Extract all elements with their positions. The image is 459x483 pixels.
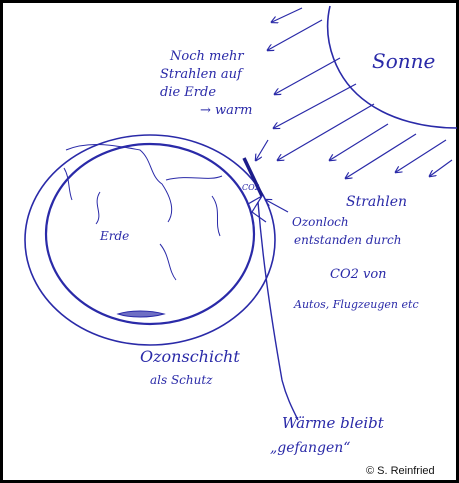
more-rays-line-2: Strahlen auf	[160, 67, 244, 82]
sun-label: Sonne	[372, 49, 435, 73]
protection-label: als Schutz	[150, 373, 213, 387]
more-rays-line-1: Noch mehr	[169, 49, 244, 64]
earth-label: Erde	[99, 229, 129, 243]
heat-trapped-line-1: Wärme bleibt	[282, 414, 385, 432]
heat-trapped-line-2: „gefangen“	[270, 440, 350, 456]
antarctica-hatch	[118, 311, 164, 317]
ozone-layer-label: Ozonschicht	[140, 347, 240, 366]
copyright-text: © S. Reinfried	[366, 465, 435, 477]
ozone-hole-line-2: entstanden durch	[294, 233, 401, 247]
ozone-hole-line-1: Ozonloch	[292, 215, 349, 229]
sources-label: Autos, Flugzeugen etc	[293, 298, 419, 311]
co2-cause-label: CO2 von	[330, 267, 387, 282]
more-rays-line-4: → warm	[200, 103, 252, 118]
rays-label: Strahlen	[346, 194, 407, 210]
more-rays-line-3: die Erde	[160, 85, 216, 100]
co2-small-label: CO2	[242, 183, 260, 192]
